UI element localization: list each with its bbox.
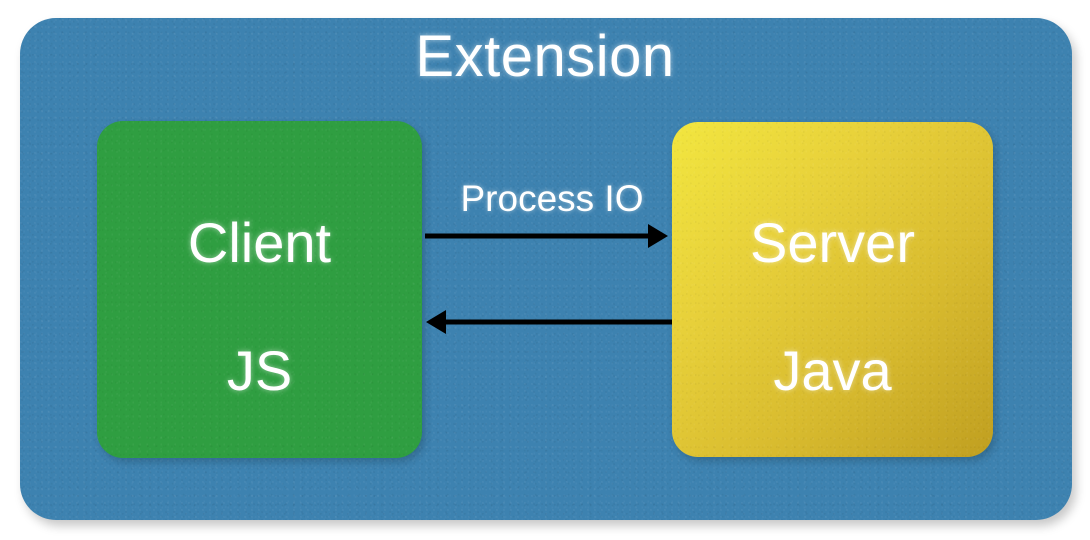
- connection-label-process-io: Process IO: [460, 178, 644, 219]
- node-server-secondary-label: Java: [773, 339, 892, 402]
- node-server-primary-label: Server: [750, 211, 915, 274]
- node-server[interactable]: [672, 122, 993, 457]
- extension-title: Extension: [415, 24, 675, 89]
- node-client[interactable]: [97, 121, 422, 458]
- node-client-primary-label: Client: [187, 211, 332, 274]
- node-client-secondary-label: JS: [226, 339, 293, 402]
